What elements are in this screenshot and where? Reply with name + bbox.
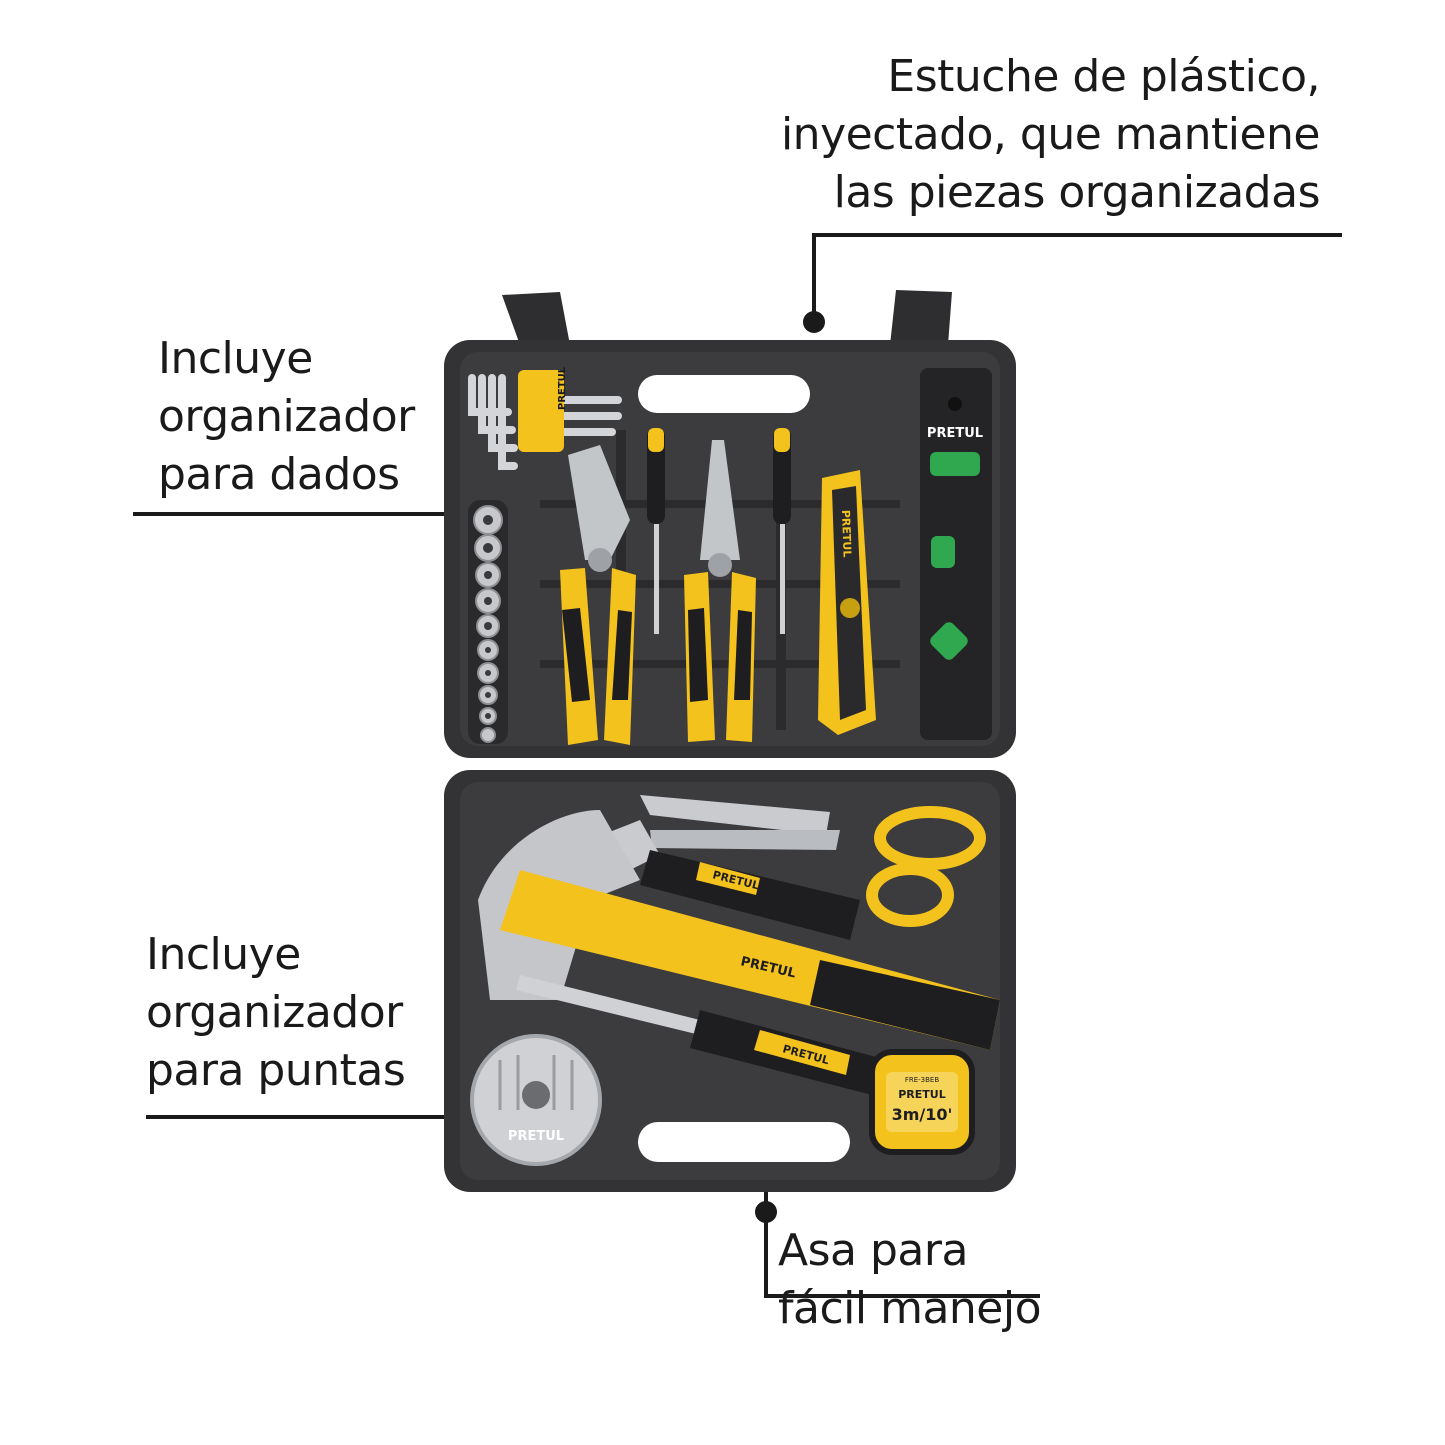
- hex-key-set: PRETUL: [468, 366, 622, 470]
- utility-knife: PRETUL: [818, 470, 876, 735]
- callout-case-line-1: Estuche de plástico,: [887, 51, 1320, 102]
- leader-handle: [764, 1180, 1040, 1298]
- callout-case-line-2: inyectado, que mantiene: [780, 109, 1321, 160]
- callout-case-line-3: las piezas organizadas: [833, 167, 1321, 218]
- needle-nose-pliers: [684, 440, 756, 742]
- handle-opening-top: [638, 375, 810, 413]
- leader-dot-case: [803, 311, 825, 333]
- callout-sockets-line-1: Incluye: [158, 333, 313, 384]
- tape-measure: FRE-3BEB PRETUL 3m/10': [869, 1049, 975, 1155]
- sockets: [473, 505, 503, 743]
- torpedo-level: PRETUL: [920, 368, 992, 740]
- bit-screwdriver: PRETUL: [516, 975, 880, 1095]
- level-vial-2: [931, 536, 955, 568]
- scissors: [640, 795, 986, 927]
- case-upper: PRETUL: [444, 290, 1016, 758]
- tape-brand: PRETUL: [898, 1088, 946, 1101]
- callout-bits: Incluye organizador para puntas: [146, 926, 406, 1100]
- callout-bits-line-2: organizador: [146, 987, 403, 1038]
- callout-case: Estuche de plástico, inyectado, que mant…: [780, 48, 1321, 222]
- leader-dot-handle: [755, 1201, 777, 1223]
- socket-organizer: [468, 500, 508, 744]
- handle-opening-bottom: [638, 1122, 850, 1162]
- callout-sockets-line-3: para dados: [158, 449, 400, 500]
- hex-key-holder: [518, 370, 564, 452]
- utility-knife-brand: PRETUL: [839, 510, 854, 558]
- level-brand: PRETUL: [927, 426, 983, 441]
- precision-screwdriver-2: [773, 428, 791, 634]
- leader-lines: [133, 233, 1342, 1298]
- bit-organizer-brand: PRETUL: [508, 1129, 564, 1144]
- hex-key-holder-brand: PRETUL: [557, 366, 568, 410]
- level-vial-1: [930, 452, 980, 476]
- bit-organizer: PRETUL: [470, 1034, 602, 1166]
- tape-model: FRE-3BEB: [905, 1076, 940, 1084]
- adjustable-wrench: PRETUL: [602, 820, 860, 940]
- case-lower: PRETUL PRETUL PRETUL PRETUL: [444, 770, 1016, 1192]
- precision-screwdriver-1: [647, 428, 665, 634]
- callout-sockets: Incluye organizador para dados: [158, 330, 415, 504]
- callout-sockets-line-2: organizador: [158, 391, 415, 442]
- callout-bits-line-3: para puntas: [146, 1045, 406, 1096]
- latch-left: [502, 292, 570, 345]
- claw-hammer: PRETUL: [478, 810, 1000, 1050]
- callout-handle-line-1: Asa para: [778, 1225, 968, 1276]
- level-vial-3: [930, 622, 968, 660]
- callout-handle-line-2: fácil manejo: [778, 1283, 1042, 1334]
- leader-case: [812, 233, 1342, 322]
- slip-joint-pliers: [560, 445, 636, 745]
- latch-right: [890, 290, 952, 345]
- tape-length: 3m/10': [892, 1105, 953, 1124]
- callout-handle: Asa para fácil manejo: [778, 1222, 1042, 1338]
- callout-bits-line-1: Incluye: [146, 929, 301, 980]
